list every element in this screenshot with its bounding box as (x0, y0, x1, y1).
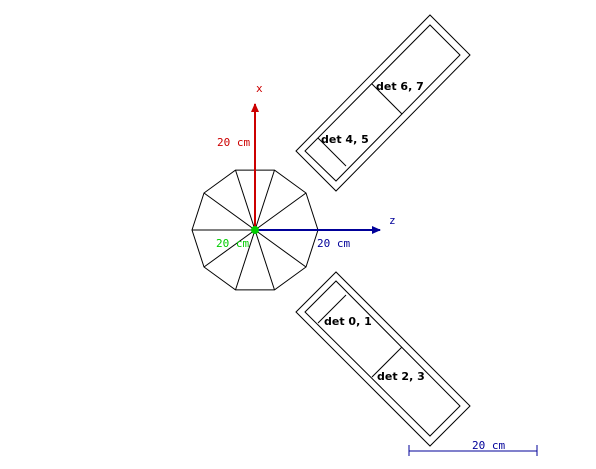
decagon-spoke (235, 169, 256, 231)
decagon-spoke (203, 229, 256, 268)
y-scale-label: 20 cm (216, 237, 249, 250)
lower-detector-outer (295, 271, 471, 447)
upper-detector-outer (295, 14, 471, 192)
decagon-spoke (254, 169, 275, 231)
decagon-spoke (254, 192, 307, 231)
upper-detector-divider-1 (371, 83, 403, 115)
decagon-target-icon (191, 169, 319, 291)
decagon-spoke (254, 229, 307, 268)
origin-marker (251, 226, 259, 234)
z-scale-label: 20 cm (317, 237, 350, 250)
lower-detector-assembly (295, 271, 471, 447)
scale-bar (408, 445, 538, 456)
det-4-5-label: det 4, 5 (321, 133, 369, 146)
det-2-3-label: det 2, 3 (377, 370, 425, 383)
z-axis-label: z (389, 214, 396, 227)
x-axis-label: x (256, 82, 263, 95)
lower-detector-divider-2 (371, 346, 403, 378)
lower-detector-inner (304, 280, 461, 437)
upper-detector-assembly (295, 14, 471, 192)
decagon-spoke (235, 229, 256, 291)
scale-bar-label: 20 cm (472, 439, 505, 452)
det-6-7-label: det 6, 7 (376, 80, 424, 93)
lower-detector-divider-1 (317, 294, 347, 324)
decagon-spoke (254, 229, 275, 291)
det-0-1-label: det 0, 1 (324, 315, 372, 328)
decagon-spoke (203, 192, 256, 231)
upper-detector-divider-2 (317, 137, 347, 167)
upper-detector-inner (304, 24, 461, 182)
x-scale-label: 20 cm (217, 136, 250, 149)
